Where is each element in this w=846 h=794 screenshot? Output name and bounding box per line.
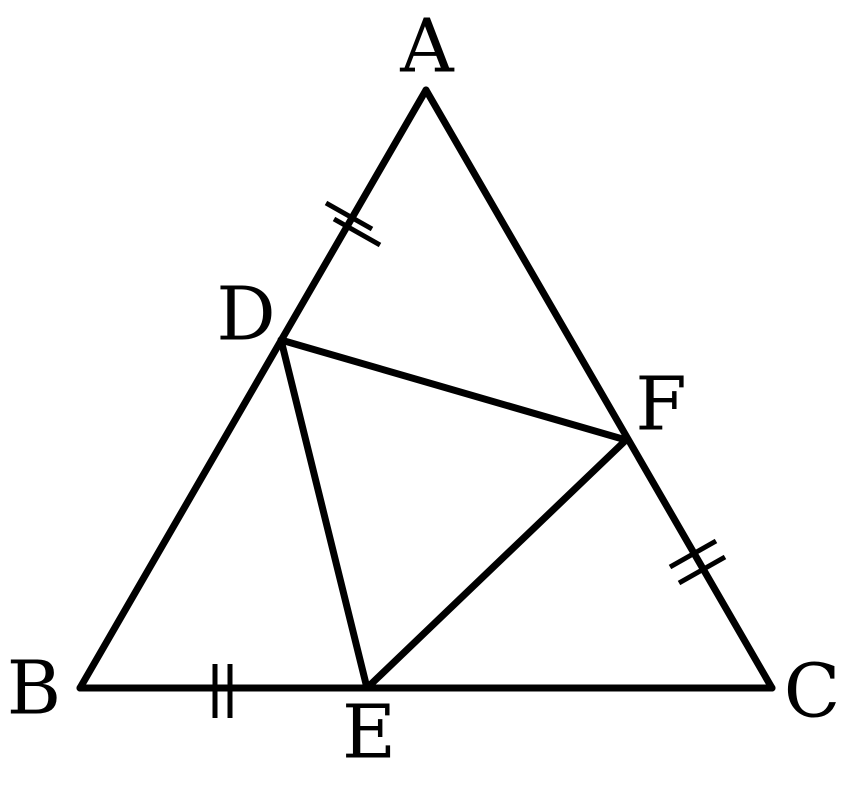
vertex-label-e: E [342, 689, 396, 775]
vertex-label-a: A [399, 3, 455, 89]
segment-ef [363, 436, 630, 692]
tick-mark-ad [324, 200, 382, 248]
vertex-label-f: F [635, 361, 686, 447]
vertex-label-b: B [7, 645, 61, 731]
tick-mark-be [212, 664, 233, 718]
segment-fd [277, 336, 630, 444]
side-ab [76, 86, 430, 692]
segment-de [277, 336, 371, 692]
side-ca [422, 86, 776, 692]
vertex-label-d: D [216, 271, 275, 357]
tick-mark-cf [668, 538, 727, 586]
vertex-label-c: C [784, 648, 841, 734]
